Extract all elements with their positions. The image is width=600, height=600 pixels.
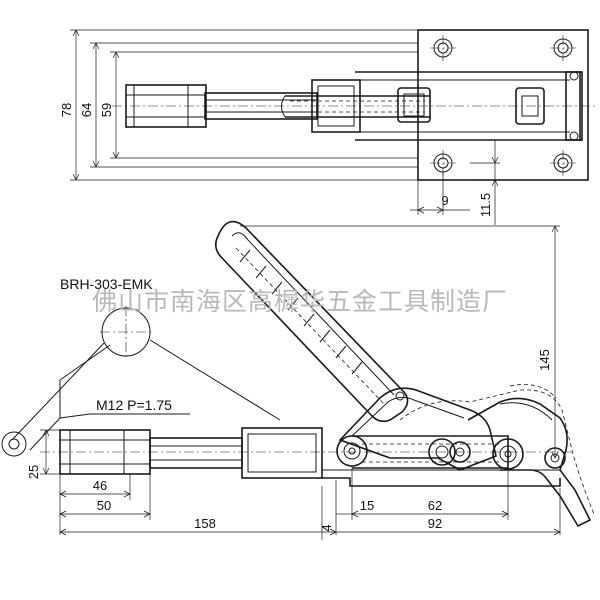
pivot-pins [336, 435, 566, 470]
handle [214, 220, 409, 423]
dim-base-offset: 11.5 [478, 193, 493, 217]
model-label: BRH-303-EMK [60, 276, 153, 292]
thread-label: M12 P=1.75 [96, 397, 172, 413]
dim-hole-spacing: 59 [99, 103, 114, 117]
dim-thread-height: 25 [26, 465, 41, 479]
base-plate-side [322, 477, 561, 487]
base-plate [417, 29, 589, 181]
dim-base-step: 4 [319, 524, 334, 531]
dim-base-length: 92 [428, 516, 442, 531]
dim-stroke-length: 158 [194, 516, 216, 531]
side-view-dimensions [40, 225, 561, 540]
lever-arm [338, 387, 497, 471]
watermark: 佛山市南海区高樨华五金工具制造厂 [92, 287, 508, 316]
callout-bubbles [1, 306, 281, 457]
dim-overall-height: 78 [59, 103, 74, 117]
guide-body [241, 427, 323, 479]
dimension-labels: 78 64 59 9 11.5 145 25 46 50 158 4 15 62… [26, 103, 552, 532]
dim-plunger-length: 50 [97, 498, 111, 513]
top-view [70, 29, 595, 225]
top-view-dimensions [70, 29, 500, 225]
dim-thread-length: 46 [93, 478, 107, 493]
plunger-rod-side [149, 437, 243, 469]
dim-hole-offset: 9 [441, 193, 448, 208]
dim-pivot-offset: 15 [360, 498, 374, 513]
dim-pivot-span: 62 [428, 498, 442, 513]
side-view [1, 220, 595, 540]
mounting-holes [430, 35, 576, 176]
dim-handle-height: 145 [537, 349, 552, 371]
dim-base-height: 64 [79, 103, 94, 117]
